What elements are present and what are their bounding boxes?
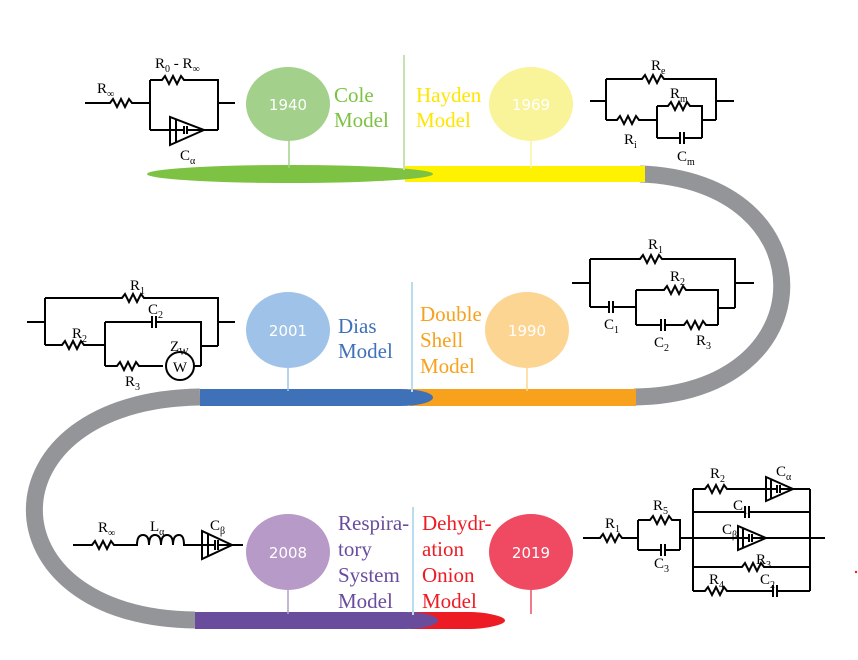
model-name-line: System — [338, 563, 400, 587]
hayden-rm: Rm — [670, 86, 688, 105]
model-name-hayden: Hayden Model — [416, 83, 482, 132]
milestone-2008: 2008 — [246, 514, 330, 590]
model-name-line: Double — [420, 302, 482, 326]
milestone-1940: 1940 — [246, 67, 330, 141]
model-name-line: ation — [422, 537, 464, 561]
track-curve-left — [25, 388, 201, 629]
respiratory-circuit: R∞ Lα Cβ — [73, 518, 243, 561]
onion-r2: R2 — [710, 466, 725, 485]
milestone-2019: 2019 — [489, 514, 573, 590]
cole-r0-rinf: R0 - R∞ — [155, 56, 200, 75]
onion-c2: C2 — [760, 572, 775, 591]
onion-c-alpha: Cα — [776, 464, 792, 483]
model-name-line: Model — [338, 589, 393, 613]
model-name-line: Dehydr- — [422, 511, 492, 535]
model-name-onion: Dehydr- ation Onion Model — [422, 511, 492, 613]
milestone-1969: 1969 — [489, 67, 573, 141]
respiratory-l: Lα — [150, 519, 165, 538]
respiratory-r: R∞ — [98, 520, 115, 539]
milestone-1990: 1990 — [485, 292, 569, 368]
double-shell-r1: R1 — [648, 237, 663, 256]
double-shell-c2: C2 — [654, 335, 669, 354]
double-shell-circuit: R1 R2 C1 C2 R3 — [572, 237, 754, 354]
cole-bar — [147, 165, 433, 183]
hayden-ri: Ri — [624, 132, 637, 151]
year-label: 2001 — [269, 322, 307, 340]
onion-r4: R4 — [709, 572, 724, 591]
model-name-line: Respira- — [338, 511, 409, 535]
model-name-cole: Cole Model — [334, 83, 389, 132]
model-name-line: Cole — [334, 83, 374, 107]
model-name-line: Shell — [420, 328, 463, 352]
model-name-respiratory: Respira- tory System Model — [338, 511, 409, 613]
year-label: 1990 — [508, 322, 546, 340]
dias-w: W — [173, 360, 188, 376]
onion-r5: R5 — [653, 498, 668, 517]
model-name-line: Dias — [338, 314, 377, 338]
year-label: 1969 — [512, 96, 550, 114]
double-shell-bar — [410, 389, 636, 406]
onion-c3: C3 — [654, 556, 669, 575]
cole-c-alpha: Cα — [180, 148, 196, 167]
onion-circuit: R1 R5 C3 R2 Cα C1 Cβ R3 R4 C2 — [583, 464, 825, 598]
onion-c1: C1 — [733, 498, 748, 517]
dias-c2: C2 — [148, 302, 163, 321]
dias-r3: R3 — [125, 374, 140, 393]
dias-r1: R1 — [130, 278, 145, 297]
double-shell-r2: R2 — [670, 269, 685, 288]
model-name-line: Model — [338, 339, 393, 363]
year-label: 1940 — [269, 96, 307, 114]
model-name-line: Onion — [422, 563, 475, 587]
respiratory-c: Cβ — [210, 518, 225, 537]
dias-zw: ZW — [170, 339, 189, 358]
cole-circuit: R∞ R0 - R∞ Cα — [85, 56, 235, 167]
year-label: 2008 — [269, 544, 307, 562]
red-dot — [854, 570, 858, 574]
dias-circuit: W R1 C2 R2 ZW R3 — [27, 278, 235, 393]
onion-bar-tail — [460, 612, 502, 629]
dias-r2: R2 — [72, 326, 87, 345]
hayden-cm: Cm — [677, 149, 695, 168]
model-name-line: Model — [422, 589, 477, 613]
double-shell-r3: R3 — [696, 333, 711, 352]
hayden-bar — [405, 166, 645, 182]
hayden-circuit: Re Rm Ri Cm — [590, 58, 734, 168]
milestone-2001: 2001 — [246, 292, 330, 368]
model-name-line: Model — [420, 354, 475, 378]
onion-r3: R3 — [756, 552, 771, 571]
year-label: 2019 — [512, 544, 550, 562]
respiratory-bar — [195, 612, 439, 629]
model-name-line: Hayden — [416, 83, 482, 107]
cole-r-inf: R∞ — [97, 81, 114, 100]
onion-c-beta: Cβ — [722, 522, 737, 541]
model-name-dias: Dias Model — [338, 314, 393, 363]
hayden-re: Re — [651, 58, 666, 77]
track-curve-right — [633, 165, 791, 406]
model-name-line: tory — [338, 537, 372, 561]
model-name-double-shell: Double Shell Model — [420, 302, 482, 378]
model-name-line: Model — [334, 108, 389, 132]
double-shell-c1: C1 — [604, 317, 619, 336]
model-name-line: Model — [416, 108, 471, 132]
dias-bar — [200, 389, 433, 406]
onion-r1: R1 — [605, 516, 620, 535]
